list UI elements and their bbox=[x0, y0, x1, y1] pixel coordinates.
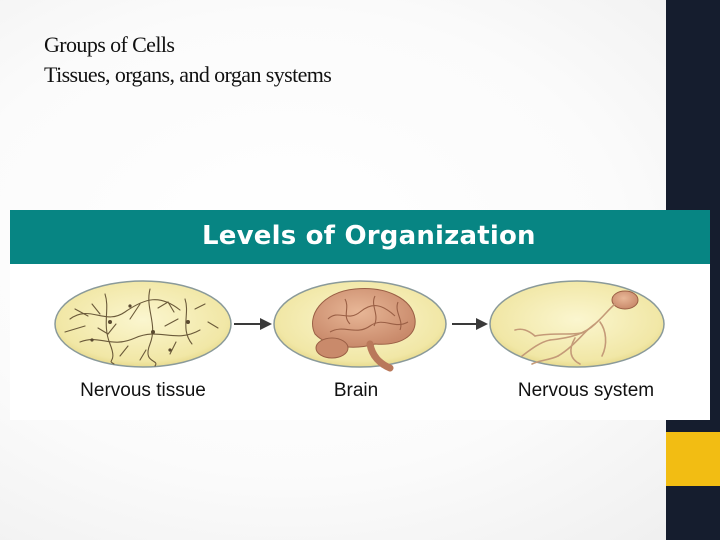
brain-icon bbox=[273, 280, 447, 372]
title-line-1: Groups of Cells bbox=[44, 32, 175, 57]
levels-of-organization-figure: Levels of Organization bbox=[10, 210, 710, 420]
sidebar-accent-square bbox=[666, 432, 720, 486]
nervous-system-icon bbox=[489, 280, 665, 368]
slide-title: Groups of Cells Tissues, organs, and org… bbox=[44, 30, 604, 90]
arrow-icon bbox=[234, 318, 272, 330]
title-line-2: Tissues, organs, and organ systems bbox=[44, 62, 332, 87]
arrow-icon bbox=[452, 318, 488, 330]
banner-title: Levels of Organization bbox=[202, 221, 536, 251]
figure-banner: Levels of Organization bbox=[10, 210, 710, 264]
nervous-tissue-icon bbox=[54, 280, 232, 368]
stage-label-brain: Brain bbox=[333, 380, 379, 401]
stage-label-nervous-tissue: Nervous tissue bbox=[80, 380, 206, 401]
stages-illustration bbox=[54, 280, 665, 372]
stage-label-nervous-system: Nervous system bbox=[517, 380, 655, 401]
